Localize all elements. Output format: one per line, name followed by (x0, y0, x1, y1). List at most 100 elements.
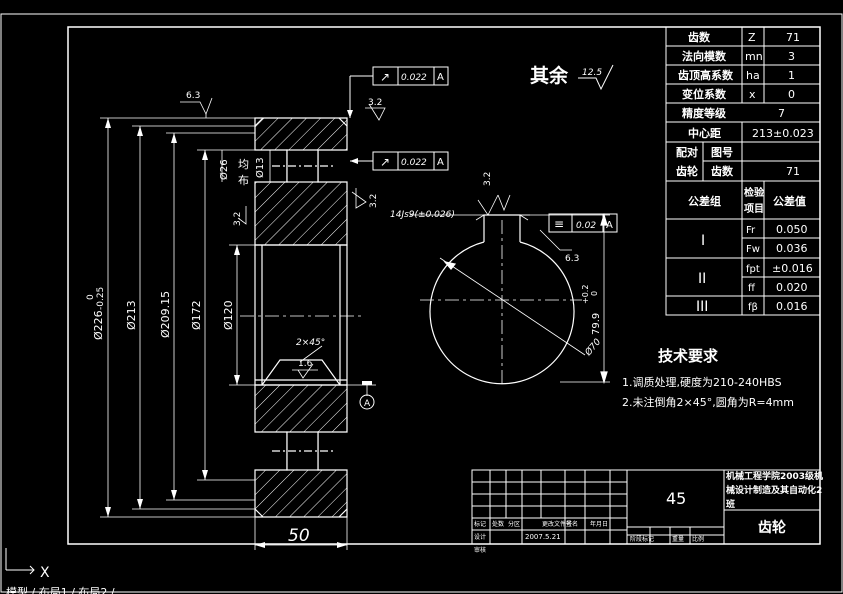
diameter-dimension-lines (100, 117, 348, 550)
part-name: 齿轮 (758, 519, 786, 536)
tech-req-line-2: 2.未注倒角2×45°,圆角为R=4mm (622, 395, 794, 409)
axis-x-label: X (40, 565, 50, 581)
svg-text:mn: mn (745, 50, 763, 63)
roughness-symbol-icon (351, 188, 367, 209)
svg-text:1: 1 (788, 69, 795, 82)
title-block (471, 469, 821, 545)
svg-text:A: A (606, 220, 613, 231)
other-surfaces-note: 其余 (530, 64, 569, 87)
roughness-12-5: 12.5 (582, 68, 602, 78)
svg-text:↗: ↗ (380, 70, 390, 84)
svg-text:械设计制造及其自动化2: 械设计制造及其自动化2 (726, 484, 822, 496)
svg-text:分区: 分区 (508, 520, 520, 528)
svg-text:0.036: 0.036 (776, 242, 808, 255)
svg-text:齿顶高系数: 齿顶高系数 (678, 68, 734, 82)
dim-172: Ø172 (190, 300, 203, 330)
svg-text:71: 71 (786, 31, 800, 44)
svg-text:↗: ↗ (380, 155, 390, 169)
svg-text:fβ: fβ (748, 302, 758, 313)
dimension-arrows (105, 118, 347, 548)
svg-text:处数: 处数 (492, 520, 504, 528)
svg-text:比例: 比例 (692, 535, 704, 543)
svg-text:齿轮: 齿轮 (676, 164, 698, 178)
bore-keyway-view (410, 194, 610, 385)
svg-text:±0.016: ±0.016 (772, 262, 813, 275)
gear-parameter-table (665, 26, 821, 316)
svg-text:重量: 重量 (672, 535, 684, 543)
svg-text:A: A (364, 399, 371, 409)
svg-text:ha: ha (746, 69, 760, 82)
roughness-symbol-icon (237, 206, 247, 225)
svg-text:年月日: 年月日 (590, 520, 608, 528)
svg-text:III: III (696, 299, 708, 315)
svg-text:Fw: Fw (746, 244, 760, 255)
roughness-symbol-icon (365, 103, 386, 121)
svg-text:图号: 图号 (711, 146, 733, 159)
svg-text:班: 班 (726, 498, 735, 510)
ucs-axis-icon (5, 548, 35, 575)
svg-text:签名: 签名 (566, 520, 578, 528)
tech-req-line-1: 1.调质处理,硬度为210-240HBS (622, 375, 782, 389)
material-label: 45 (666, 489, 686, 508)
roughness-symbol-icon (292, 363, 318, 379)
hole-equal-spacing-2: 布 (238, 174, 249, 187)
roughness-3-2-c: 3.2 (233, 212, 243, 226)
svg-text:0.022: 0.022 (401, 73, 427, 83)
dim-26: Ø26 (218, 159, 230, 180)
bore-diameter: Ø70 (582, 336, 603, 358)
roughness-3-2-b: 3.2 (369, 194, 379, 208)
svg-text:审核: 审核 (474, 546, 486, 554)
svg-text:II: II (698, 271, 706, 287)
dim-226-tol-down: -0.25 (96, 287, 106, 310)
svg-text:中心距: 中心距 (688, 126, 721, 140)
tech-req-title: 技术要求 (658, 347, 719, 365)
svg-text:齿数: 齿数 (711, 164, 734, 178)
dim-226: Ø226 (92, 310, 105, 340)
parameter-table-text: 齿数 Z 71 法向模数 mn 3 齿顶高系数 ha 1 变位系数 x 0 精度… (676, 30, 814, 315)
svg-text:3: 3 (788, 50, 795, 63)
keyway-width: 14Js9(±0.026) (390, 210, 455, 220)
layout-tabs[interactable]: 模型 / 布局1 / 布局2 / (6, 585, 115, 594)
gdt-frame-3: ≡ 0.02 A (548, 213, 618, 233)
svg-text:A: A (437, 72, 444, 83)
title-block-text: 45 机械工程学院2003级机 械设计制造及其自动化2 班 齿轮 标记 处数 分… (474, 470, 823, 554)
dim-120: Ø120 (222, 300, 235, 330)
dim-226-tol-up: 0 (86, 294, 96, 300)
svg-text:0.020: 0.020 (776, 281, 808, 294)
design-date: 2007.5.21 (525, 533, 561, 541)
roughness-6-3-key: 6.3 (565, 254, 579, 264)
chamfer-note: 2×45° (296, 338, 325, 348)
svg-text:法向模数: 法向模数 (682, 49, 727, 63)
svg-text:x: x (749, 88, 756, 101)
frame-border (67, 26, 821, 545)
svg-text:变位系数: 变位系数 (682, 87, 727, 101)
svg-text:公差组: 公差组 (688, 194, 721, 208)
roughness-1-6: 1.6 (298, 359, 313, 369)
dim-face-width: 50 (288, 526, 310, 546)
roughness-symbol-icon (180, 97, 213, 115)
roughness-3-2-a: 3.2 (368, 98, 382, 108)
svg-text:0: 0 (788, 88, 795, 101)
svg-text:齿数: 齿数 (688, 30, 711, 44)
svg-text:ff: ff (748, 283, 756, 294)
keyway-depth-tol-down: 0 (590, 291, 599, 296)
svg-text:阶段标记: 阶段标记 (630, 535, 654, 543)
svg-text:公差值: 公差值 (773, 194, 806, 208)
dim-209: Ø209.15 (159, 291, 172, 338)
keyway-depth: 79.9 (591, 313, 602, 335)
svg-text:Z: Z (748, 31, 756, 44)
dim-13: Ø13 (254, 157, 266, 178)
svg-text:标记: 标记 (474, 520, 486, 528)
sheet-border (0, 13, 843, 593)
svg-text:fpt: fpt (746, 264, 760, 275)
leader-line (299, 345, 323, 363)
svg-text:0.02: 0.02 (576, 221, 596, 231)
gdt-frame-2: ↗ 0.022 A (350, 151, 449, 171)
svg-text:≡: ≡ (554, 217, 564, 231)
hole-equal-spacing-1: 均 (238, 158, 249, 171)
svg-text:0.050: 0.050 (776, 223, 808, 236)
svg-text:71: 71 (786, 165, 800, 178)
svg-text:配对: 配对 (676, 145, 698, 159)
svg-text:机械工程学院2003级机: 机械工程学院2003级机 (726, 470, 823, 482)
